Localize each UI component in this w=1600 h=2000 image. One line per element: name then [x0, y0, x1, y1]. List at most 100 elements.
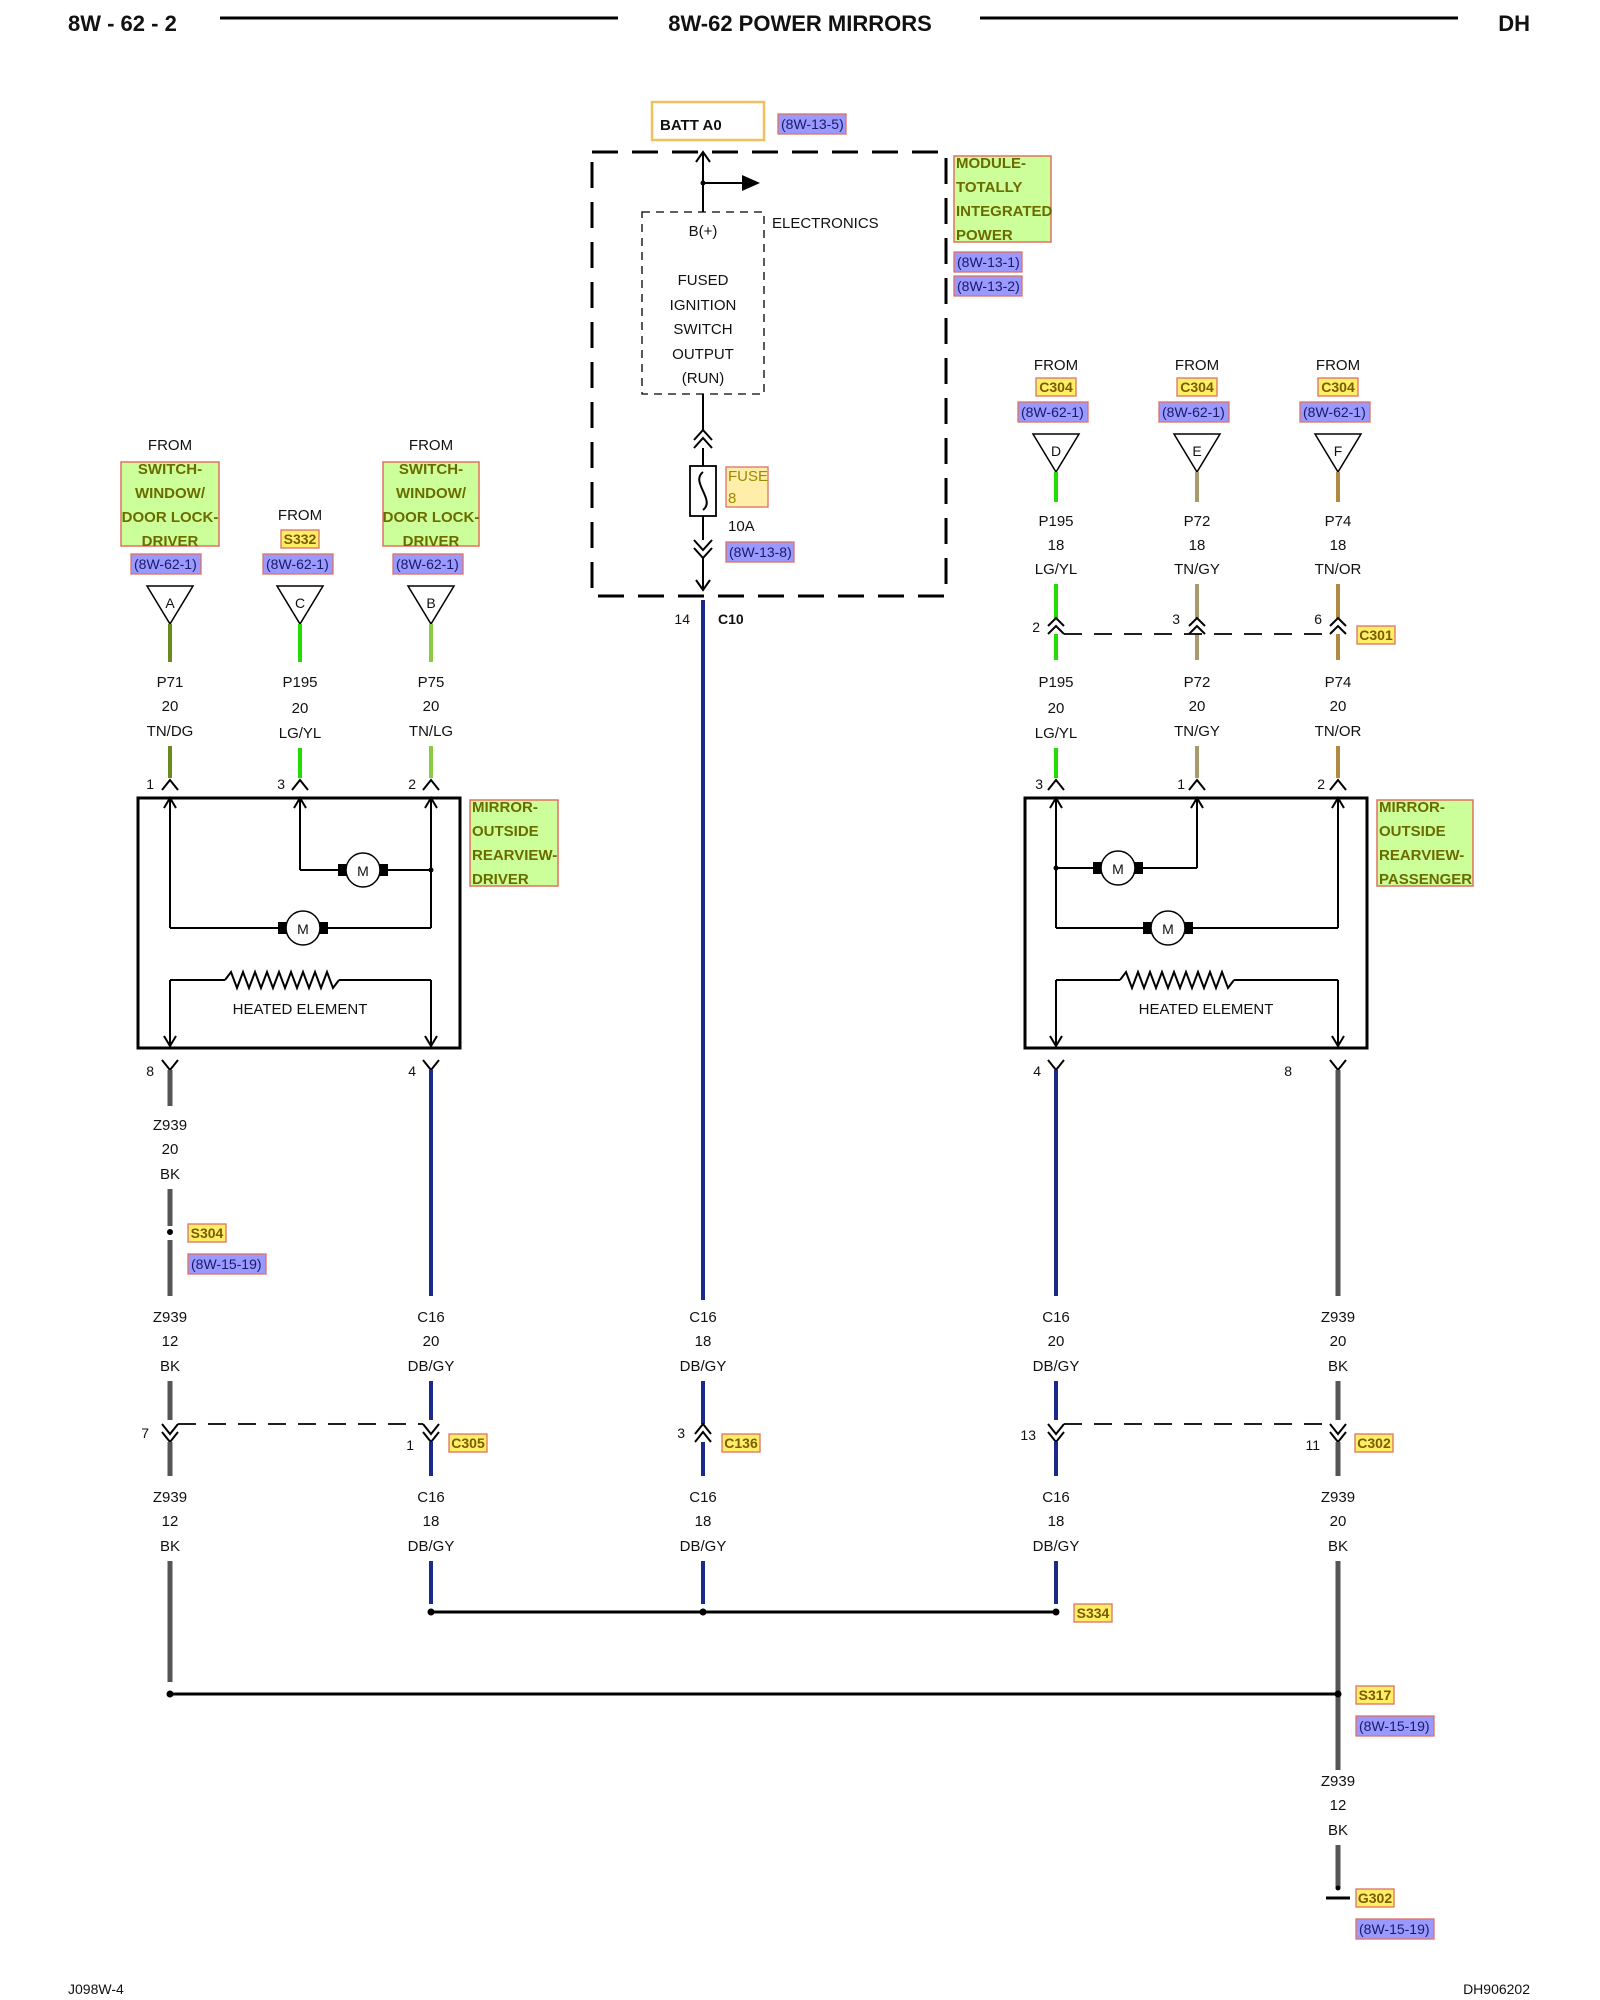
- drv-feed-low-circuit: C16: [417, 1489, 445, 1506]
- src-d-circuit-2: P195: [1038, 674, 1073, 691]
- s317-ref: (8W-15-19): [1359, 1718, 1430, 1734]
- pas-gnd-low-gauge: 20: [1330, 1513, 1347, 1530]
- drv-feed-mid-gauge: 20: [423, 1333, 440, 1350]
- drv-gnd-mid-circuit: Z939: [153, 1309, 187, 1326]
- src-e-circuit-2: P72: [1184, 674, 1211, 691]
- src-d-ref: (8W-62-1): [1021, 404, 1084, 420]
- src-b-name-1: SWITCH-: [399, 461, 463, 478]
- c301-label: C301: [1359, 627, 1393, 643]
- c136-connector-2: [694, 1430, 712, 1443]
- src-f-c301-connector: [1329, 616, 1347, 627]
- module-name-line-4: POWER: [956, 227, 1013, 244]
- src-c-gauge: 20: [292, 700, 309, 717]
- driver-mirror-name-1: MIRROR-: [472, 799, 538, 816]
- src-a-pin: 1: [146, 776, 154, 792]
- src-a-name-1: SWITCH-: [138, 461, 202, 478]
- pas-gnd-low-circuit: Z939: [1321, 1489, 1355, 1506]
- src-b-letter: B: [426, 595, 435, 611]
- s317-dot-left: [166, 1690, 174, 1698]
- driver-mirror-internal-wiring: [163, 796, 438, 1048]
- src-e-connector: C304: [1180, 379, 1214, 395]
- center-mid-color: DB/GY: [680, 1358, 727, 1375]
- s304-splice-dot: [167, 1229, 173, 1235]
- bplus-label: B(+): [689, 223, 718, 240]
- src-b-connector-triangle: [406, 585, 456, 626]
- driver-motor-lower: M: [278, 910, 328, 946]
- src-d-circuit: P195: [1038, 513, 1073, 530]
- electronics-label: ELECTRONICS: [772, 215, 879, 232]
- s317-ref-box: [1355, 1715, 1435, 1737]
- src-a-ref: (8W-62-1): [134, 556, 197, 572]
- c136-connector: [694, 1422, 712, 1435]
- src-a-name-box: [120, 461, 220, 547]
- pas-feed-low-circuit: C16: [1042, 1489, 1070, 1506]
- src-c-ref-box: [262, 553, 334, 575]
- src-d-connector: C304: [1039, 379, 1073, 395]
- module-ref-2: (8W-13-2): [957, 278, 1020, 294]
- fuse-ref-box: [725, 541, 795, 563]
- src-e-gauge-2: 20: [1189, 698, 1206, 715]
- src-a-circuit: P71: [157, 674, 184, 691]
- src-b-gauge: 20: [423, 698, 440, 715]
- pas-gnd-pin: 8: [1284, 1063, 1292, 1079]
- fuse-ref: (8W-13-8): [729, 544, 792, 560]
- module-name-box: [953, 155, 1052, 243]
- drv-feed-low-color: DB/GY: [408, 1538, 455, 1555]
- module-name-line-1: MODULE-: [956, 155, 1026, 172]
- drv-gnd-mid-gauge: 12: [162, 1333, 179, 1350]
- src-f-c301-pin: 6: [1314, 611, 1322, 627]
- src-c-pin-connector: [291, 778, 309, 791]
- src-b-name-box: [382, 461, 480, 547]
- g302-label: G302: [1358, 1890, 1392, 1906]
- batt-ref: (8W-13-5): [781, 116, 844, 132]
- src-d-color: LG/YL: [1035, 561, 1078, 578]
- page-number: 8W - 62 - 2: [68, 11, 177, 36]
- ground-dot: [1335, 1885, 1341, 1891]
- src-e-gauge: 18: [1189, 537, 1206, 554]
- batt-label: BATT A0: [660, 117, 722, 134]
- src-e-letter: E: [1192, 443, 1201, 459]
- c305-pin-7: 7: [141, 1425, 149, 1441]
- batt-box: [650, 100, 766, 142]
- passenger-mirror-name-box: [1376, 799, 1474, 887]
- drv-gnd-pin-connector: [161, 1059, 179, 1072]
- src-e-circuit: P72: [1184, 513, 1211, 530]
- src-e-from: FROM: [1175, 357, 1219, 374]
- footer-left-code: J098W-4: [68, 1981, 124, 1997]
- src-b-circuit: P75: [418, 674, 445, 691]
- src-b-color: TN/LG: [409, 723, 453, 740]
- src-a-from: FROM: [148, 437, 192, 454]
- src-d-gauge-2: 20: [1048, 700, 1065, 717]
- src-e-connector-box: [1176, 377, 1218, 397]
- c136-box: [721, 1433, 761, 1453]
- output-line-1: FUSED: [678, 272, 729, 289]
- drv-gnd-mid-color: BK: [160, 1358, 180, 1375]
- src-f-from: FROM: [1316, 357, 1360, 374]
- src-d-connector-triangle: [1031, 433, 1081, 474]
- page-title: 8W-62 POWER MIRRORS: [668, 11, 932, 36]
- drv-feed-pin: 4: [408, 1063, 416, 1079]
- c302-label: C302: [1357, 1435, 1391, 1451]
- fuse-rating: 10A: [728, 518, 755, 535]
- src-f-gauge: 18: [1330, 537, 1347, 554]
- src-c-splice: S332: [284, 531, 317, 547]
- driver-mirror-name-4: DRIVER: [472, 871, 529, 888]
- drv-feed-mid-color: DB/GY: [408, 1358, 455, 1375]
- driver-mirror-name-box: [469, 799, 559, 887]
- ground-wire-circuit: Z939: [1321, 1773, 1355, 1790]
- drv-gnd-low-color: BK: [160, 1538, 180, 1555]
- src-f-c301-connector-2: [1329, 624, 1347, 635]
- driver-mirror-name-2: OUTSIDE: [472, 823, 539, 840]
- src-e-ref-box: [1158, 401, 1230, 423]
- src-c-letter: C: [295, 595, 305, 611]
- g302-ref-box: [1355, 1918, 1435, 1940]
- src-a-name-3: DOOR LOCK-: [122, 509, 219, 526]
- src-d-connector-box: [1035, 377, 1077, 397]
- c302-pin-13: 13: [1020, 1427, 1036, 1443]
- c302-pin-13-connector: [1047, 1423, 1065, 1436]
- src-e-connector-triangle: [1172, 433, 1222, 474]
- src-e-pin-connector: [1188, 778, 1206, 791]
- src-f-gauge-2: 20: [1330, 698, 1347, 715]
- src-d-from: FROM: [1034, 357, 1078, 374]
